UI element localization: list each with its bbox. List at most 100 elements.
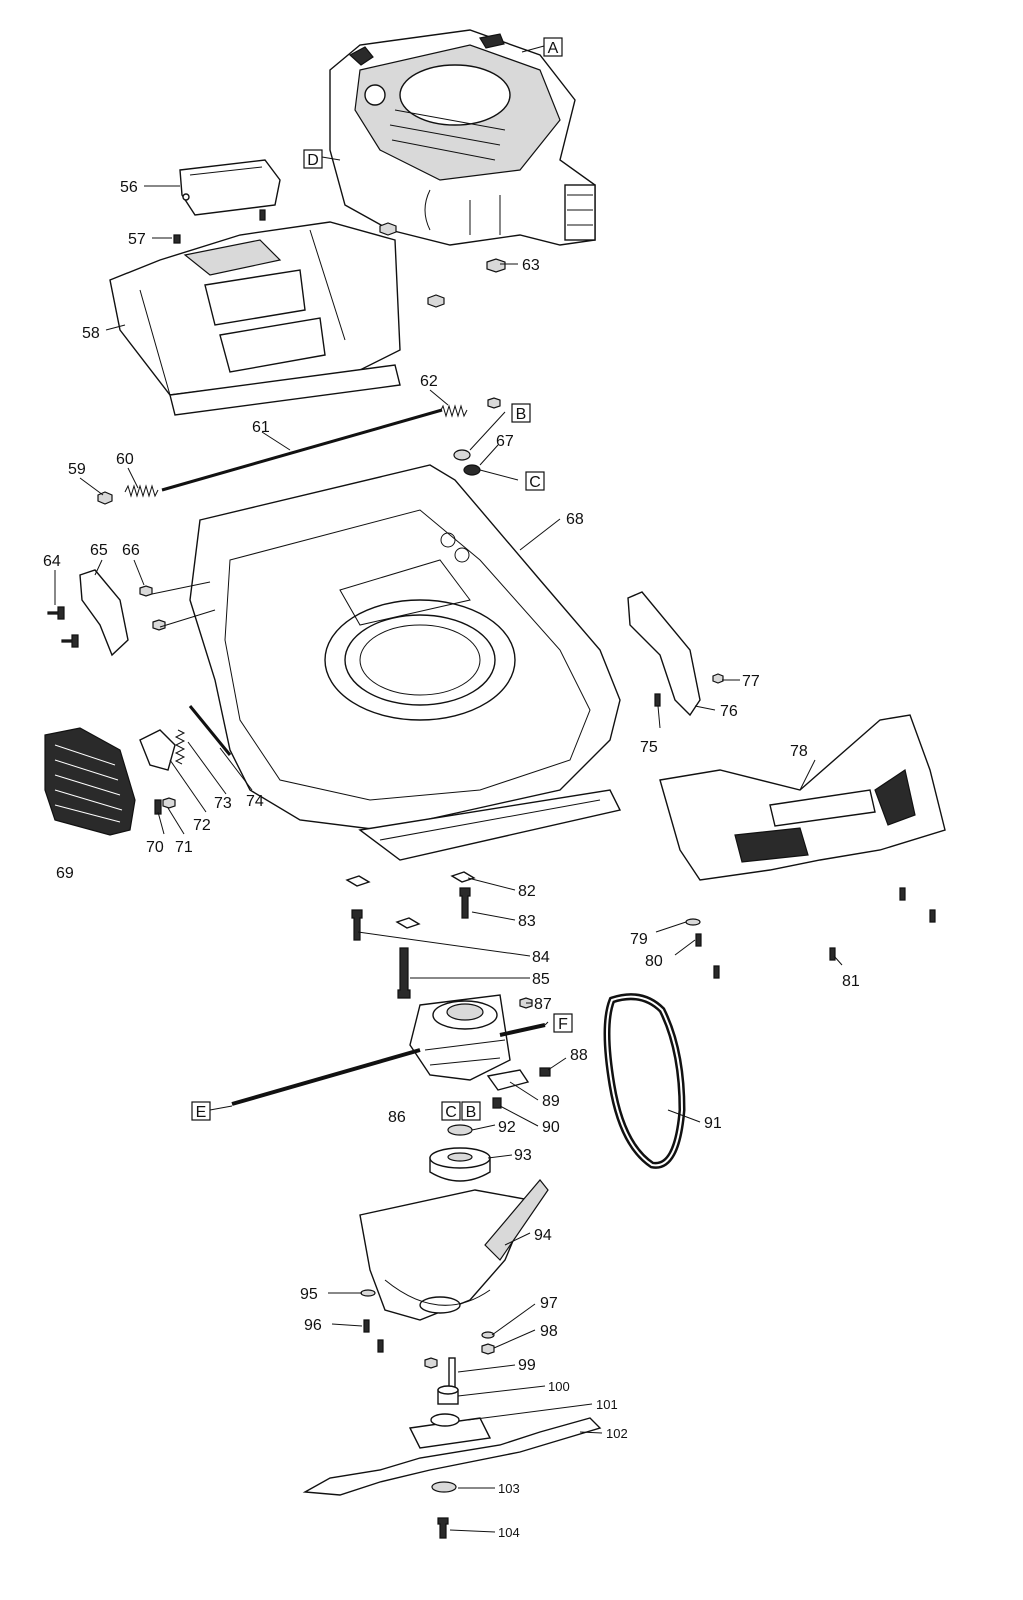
plate-82 — [450, 871, 476, 883]
part-number-59: 59 — [68, 461, 86, 478]
part-number-103: 103 — [498, 1481, 520, 1496]
blade-102 — [302, 1417, 602, 1496]
ref-letter-D: D — [307, 152, 319, 169]
screw-81 — [829, 947, 836, 961]
part-number-88: 88 — [570, 1047, 588, 1064]
screw-90 — [492, 1097, 502, 1109]
spring-60 — [124, 484, 159, 498]
part-number-104: 104 — [498, 1525, 520, 1540]
washer-95 — [360, 1289, 376, 1297]
part-number-91: 91 — [704, 1115, 722, 1132]
nut-66b — [152, 619, 166, 631]
part-number-72: 72 — [193, 817, 211, 834]
nut-near-62 — [487, 397, 501, 409]
screw-75 — [654, 693, 661, 707]
part-number-82: 82 — [518, 883, 536, 900]
part-number-102: 102 — [606, 1426, 628, 1441]
part-number-69: 69 — [56, 865, 74, 882]
bracket-72 — [139, 729, 176, 771]
nut-96c — [424, 1357, 438, 1369]
cover-56 — [179, 159, 281, 221]
washer-67a — [453, 449, 471, 461]
part-number-101: 101 — [596, 1397, 618, 1412]
part-number-85: 85 — [532, 971, 550, 988]
part-number-95: 95 — [300, 1286, 318, 1303]
part-number-64: 64 — [43, 553, 61, 570]
part-number-75: 75 — [640, 739, 658, 756]
part-number-68: 68 — [566, 511, 584, 528]
part-number-80: 80 — [645, 953, 663, 970]
bolt-84 — [351, 909, 363, 941]
part-number-86: 86 — [388, 1109, 406, 1126]
bolt-104 — [437, 1517, 449, 1539]
washer-79 — [685, 918, 701, 926]
part-number-99: 99 — [518, 1357, 536, 1374]
belt-91 — [603, 993, 686, 1169]
screw-88 — [539, 1067, 551, 1077]
part-number-93: 93 — [514, 1147, 532, 1164]
reference-boxes: A D B C F E C B — [191, 37, 573, 1121]
rod-61 — [161, 408, 443, 492]
part-number-63: 63 — [522, 257, 540, 274]
nut-98 — [481, 1343, 495, 1355]
part-number-100: 100 — [548, 1379, 570, 1394]
ref-letter-E: E — [196, 1104, 207, 1121]
screw-80 — [695, 933, 702, 947]
nut-66a — [139, 585, 153, 597]
part-number-89: 89 — [542, 1093, 560, 1110]
part-number-61: 61 — [252, 419, 270, 436]
hinge-76 — [627, 591, 701, 717]
ref-letter-B-top: B — [516, 406, 527, 423]
screw-96 — [363, 1319, 370, 1333]
part-number-66: 66 — [122, 542, 140, 559]
part-number-60: 60 — [116, 451, 134, 468]
part-number-98: 98 — [540, 1323, 558, 1340]
flap-69 — [44, 727, 136, 836]
part-number-58: 58 — [82, 325, 100, 342]
part-number-56: 56 — [120, 179, 138, 196]
nut-71 — [162, 797, 176, 809]
washer-103 — [431, 1481, 457, 1493]
part-number-96: 96 — [304, 1317, 322, 1334]
hood-58 — [109, 221, 401, 416]
ref-letter-A: A — [548, 40, 559, 57]
part-number-92: 92 — [498, 1119, 516, 1136]
part-number-74: 74 — [246, 793, 264, 810]
ref-letter-F: F — [558, 1016, 568, 1033]
screw-96b — [377, 1339, 384, 1353]
part-number-77: 77 — [742, 673, 760, 690]
part-number-62: 62 — [420, 373, 438, 390]
key-99 — [448, 1357, 456, 1389]
part-numbers: 56 57 58 59 60 61 62 63 64 65 66 67 68 6… — [43, 179, 860, 1540]
part-number-57: 57 — [128, 231, 146, 248]
screw-64b — [61, 634, 79, 648]
washer-92 — [447, 1124, 473, 1136]
screw-81c — [929, 909, 936, 923]
part-number-67: 67 — [496, 433, 514, 450]
ref-letter-C-bottom: C — [445, 1104, 457, 1121]
rear-flap-78 — [659, 714, 946, 881]
ref-letter-C-top: C — [529, 474, 541, 491]
part-number-76: 76 — [720, 703, 738, 720]
screw-81d — [713, 965, 720, 979]
part-number-84: 84 — [532, 949, 550, 966]
nut-77 — [712, 673, 724, 684]
gearbox-86 — [409, 994, 511, 1081]
shaft-E — [231, 1048, 421, 1106]
part-number-90: 90 — [542, 1119, 560, 1136]
part-number-79: 79 — [630, 931, 648, 948]
belt-91-inner — [606, 995, 684, 1167]
part-number-65: 65 — [90, 542, 108, 559]
part-number-71: 71 — [175, 839, 193, 856]
part-number-70: 70 — [146, 839, 164, 856]
bolt-83 — [459, 887, 471, 919]
screw-64a — [47, 606, 65, 620]
belt-guard-94 — [359, 1179, 549, 1321]
pulley-93 — [429, 1147, 491, 1182]
adapter-100 — [437, 1385, 459, 1405]
part-number-94: 94 — [534, 1227, 552, 1244]
screw-81b — [899, 887, 906, 901]
screw-70 — [154, 799, 162, 815]
part-number-73: 73 — [214, 795, 232, 812]
